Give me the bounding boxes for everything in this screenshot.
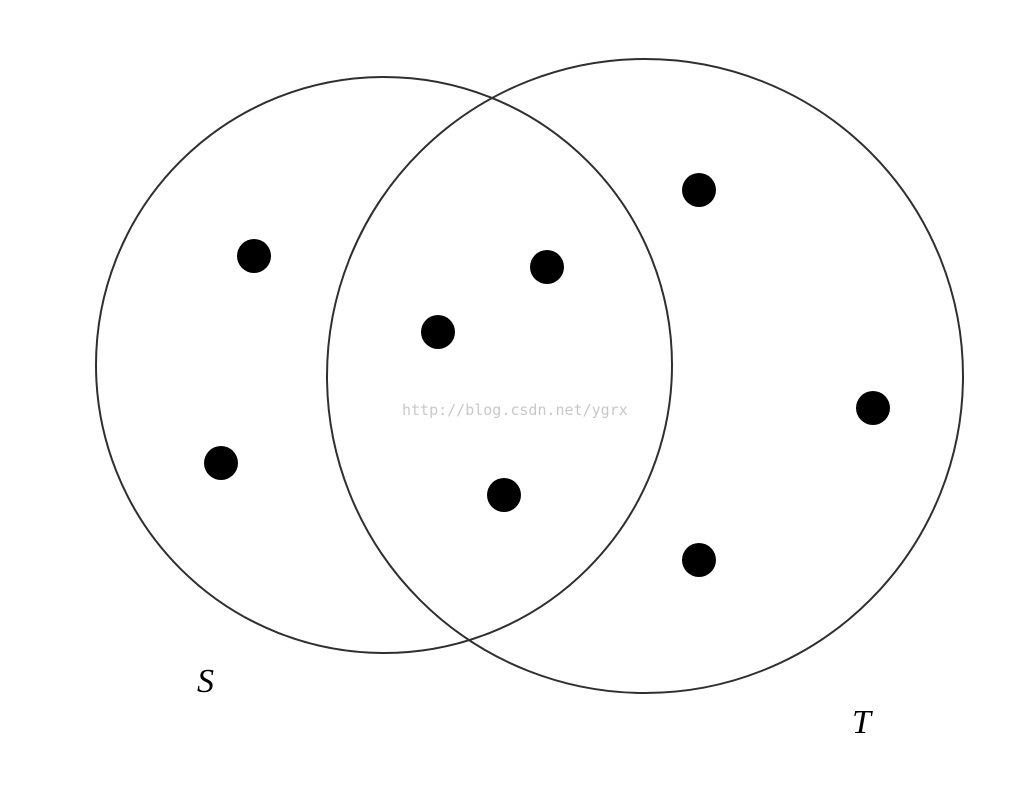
set-t-circle <box>326 58 964 694</box>
point-s-and-t <box>421 315 455 349</box>
set-s-circle <box>95 76 673 654</box>
point-s-and-t <box>487 478 521 512</box>
point-only-t <box>856 391 890 425</box>
point-only-s <box>204 446 238 480</box>
set-s-label: S <box>197 663 214 700</box>
set-t-label: T <box>852 704 873 741</box>
watermark-text: http://blog.csdn.net/ygrx <box>402 401 628 419</box>
point-s-and-t <box>530 250 564 284</box>
point-only-s <box>237 239 271 273</box>
point-only-t <box>682 543 716 577</box>
point-only-t <box>682 173 716 207</box>
